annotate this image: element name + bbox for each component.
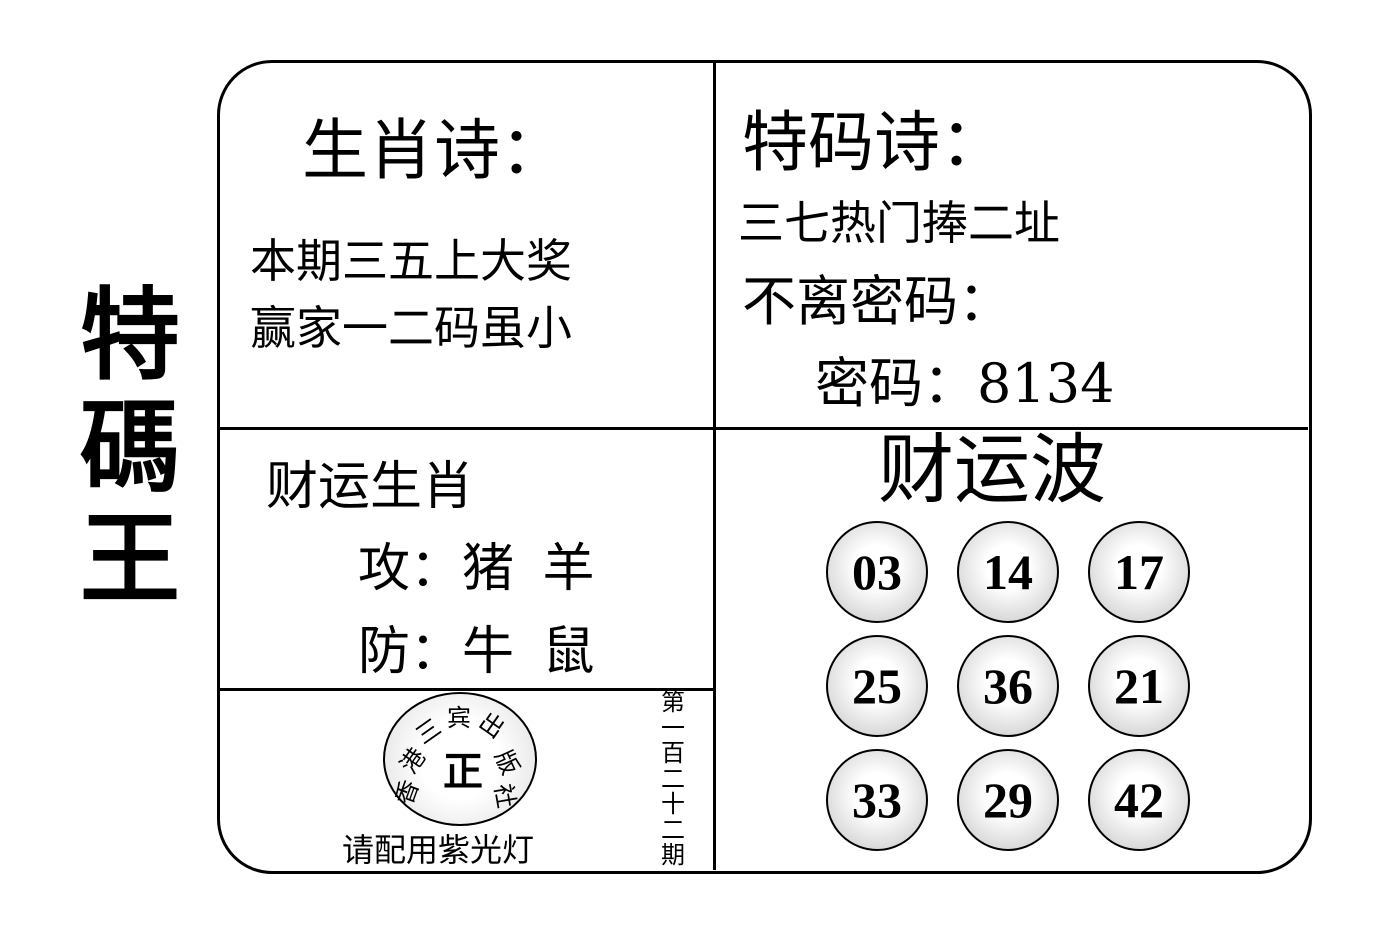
- issue-char: 百: [661, 739, 685, 767]
- stamp-char: 三: [410, 713, 447, 750]
- number-ball: 03: [826, 521, 928, 623]
- publisher-stamp: 正 香 港 三 宾 出 版 社: [383, 692, 537, 826]
- defend-zodiac: 防：牛 鼠: [358, 622, 595, 682]
- divider-vertical: [713, 62, 716, 870]
- secret-label: 不离密码：: [742, 270, 1012, 333]
- number-ball: 33: [826, 749, 928, 851]
- number-ball: 21: [1088, 635, 1190, 737]
- divider-horizontal: [219, 427, 1308, 430]
- stamp-char: 宾: [447, 704, 471, 732]
- zodiac-poem-line: 本期三五上大奖: [250, 234, 572, 288]
- side-char: 王: [80, 501, 180, 618]
- side-title: 特 碼 王: [70, 280, 190, 616]
- special-poem-line: 三七热门捧二址: [738, 196, 1060, 250]
- issue-char: 一: [661, 713, 685, 742]
- issue-char: 十: [661, 790, 685, 818]
- issue-number: 第 一 百 二 十 二 期: [658, 688, 688, 869]
- special-poem-title: 特码诗：: [742, 104, 1006, 181]
- attack-zodiac: 攻：猪 羊: [358, 539, 595, 599]
- issue-char: 二: [661, 815, 685, 844]
- stamp-char: 版: [488, 745, 525, 780]
- number-ball: 17: [1088, 521, 1190, 623]
- number-ball: 29: [957, 749, 1059, 851]
- fortune-zodiac-title: 财运生肖: [266, 457, 475, 517]
- zodiac-poem-line: 赢家一二码虽小: [250, 301, 572, 355]
- zodiac-poem-title: 生肖诗：: [302, 112, 566, 189]
- divider-bottom-left: [219, 688, 713, 691]
- number-ball: 36: [957, 635, 1059, 737]
- number-ball: 14: [957, 521, 1059, 623]
- number-ball: 25: [826, 635, 928, 737]
- stamp-center: 正: [443, 749, 483, 795]
- issue-char: 二: [661, 764, 685, 793]
- uv-note: 请配用紫光灯: [342, 831, 535, 869]
- issue-char: 第: [661, 688, 685, 716]
- main-frame: [217, 60, 1312, 874]
- number-grid: 03 14 17 25 36 21 33 29 42: [826, 521, 1190, 851]
- issue-char: 期: [661, 841, 685, 869]
- secret-code: 密码：8134: [815, 352, 1115, 415]
- number-ball: 42: [1088, 749, 1190, 851]
- side-char: 特: [80, 277, 180, 394]
- side-char: 碼: [80, 389, 180, 506]
- fortune-wave-title: 财运波: [878, 425, 1106, 514]
